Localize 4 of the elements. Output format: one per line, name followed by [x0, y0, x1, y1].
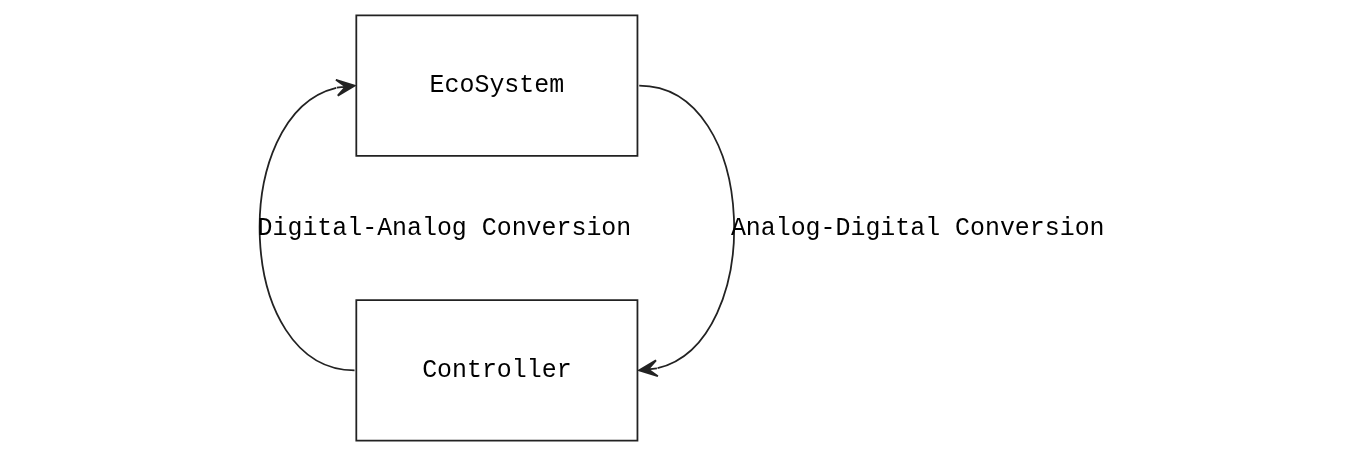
arrow	[637, 84, 735, 378]
arrow	[258, 78, 355, 372]
node-box: EcoSystem	[354, 14, 638, 157]
node-box: Controller	[354, 299, 638, 442]
